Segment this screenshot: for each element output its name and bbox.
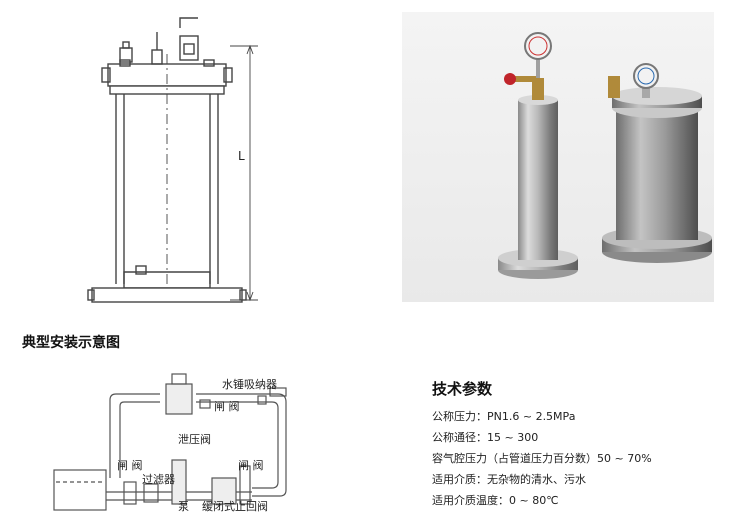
- spec-gas-chamber: 容气腔压力（占管道压力百分数）50 ~ 70%: [432, 452, 652, 465]
- install-section-title: 典型安装示意图: [22, 335, 120, 351]
- specs-list: 公称压力：PN1.6 ~ 2.5MPa 公称通径：15 ~ 300 容气腔压力（…: [432, 410, 652, 508]
- spec-diameter: 公称通径：15 ~ 300: [432, 431, 539, 444]
- dimension-label: L: [238, 149, 245, 163]
- technical-drawing: [87, 17, 258, 303]
- label-pump: 泵: [178, 500, 189, 513]
- label-filter: 过滤器: [142, 473, 175, 486]
- label-gate-valve-top: 闸 阀: [214, 400, 240, 413]
- product-photo: [402, 12, 714, 302]
- spec-medium: 适用介质：无杂物的清水、污水: [432, 473, 586, 486]
- label-arrester: 水锤吸纳器: [222, 378, 277, 391]
- spec-pressure: 公称压力：PN1.6 ~ 2.5MPa: [432, 410, 576, 423]
- label-gate-valve-left: 闸 阀: [117, 459, 143, 472]
- specs-title: 技术参数: [432, 380, 493, 398]
- label-check-valve: 缓闭式止回阀: [202, 500, 268, 513]
- label-gate-valve-right: 闸 阀: [238, 459, 264, 472]
- label-relief-valve: 泄压阀: [178, 433, 211, 446]
- installation-diagram: [53, 373, 287, 511]
- spec-temperature: 适用介质温度：0 ~ 80℃: [432, 494, 559, 507]
- product-photo-illustration: [498, 32, 712, 279]
